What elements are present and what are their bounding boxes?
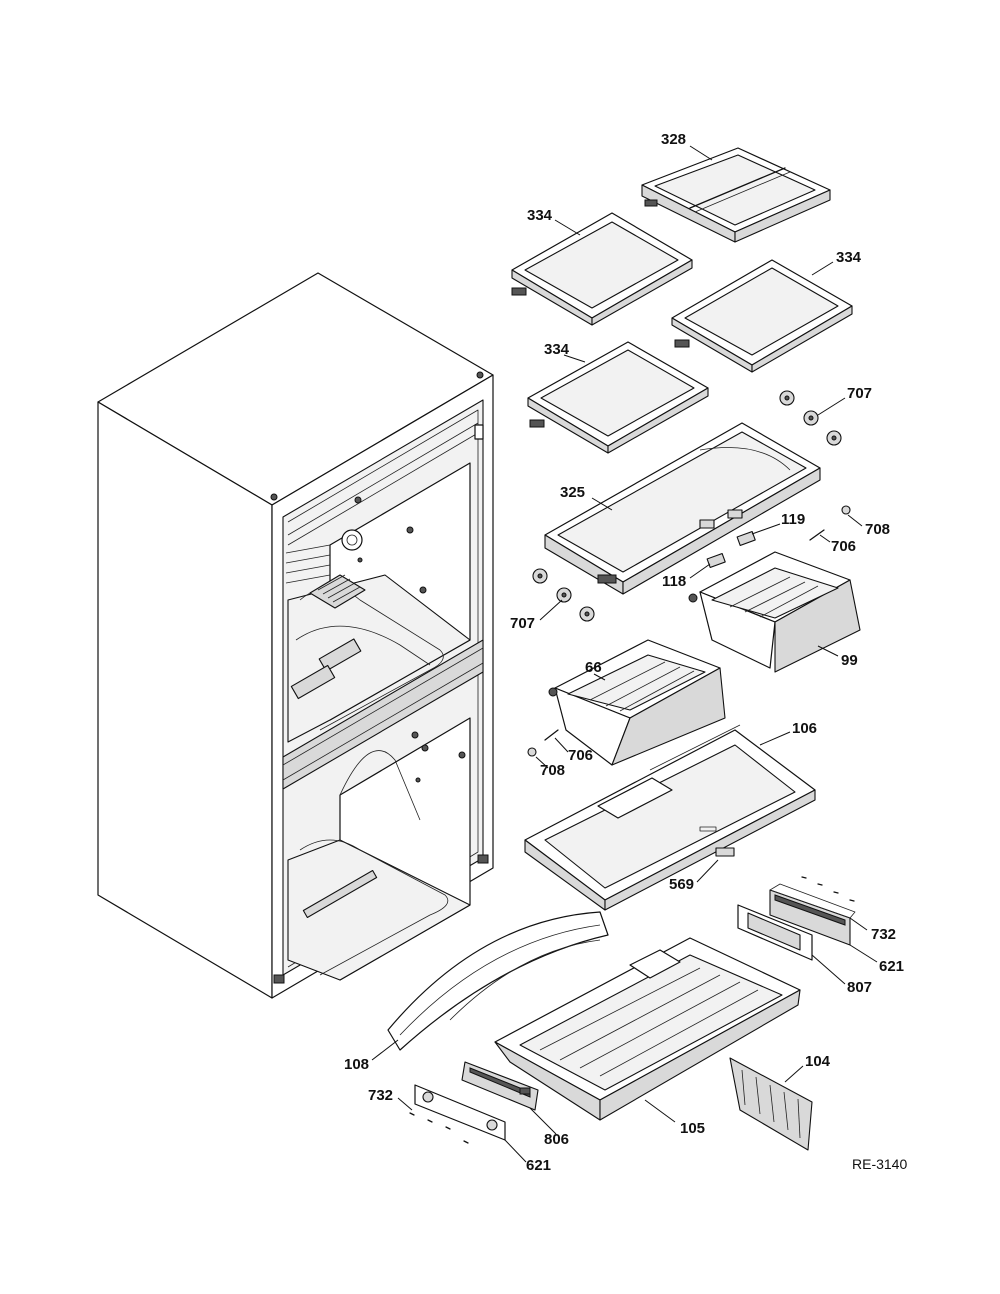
label-328: 328 — [661, 131, 686, 148]
label-707: 707 — [847, 385, 872, 402]
label-732: 732 — [368, 1087, 393, 1104]
part-108-trim — [387, 911, 609, 1051]
label-708: 708 — [540, 762, 565, 779]
part-106-pan-cover — [524, 724, 816, 911]
label-708: 708 — [865, 521, 890, 538]
refrigerator-cabinet — [97, 272, 494, 999]
label-99: 99 — [841, 652, 858, 669]
label-334: 334 — [836, 249, 862, 266]
label-119: 119 — [781, 511, 805, 528]
part-621-bracket-left — [414, 1084, 506, 1141]
label-707: 707 — [510, 615, 535, 632]
label-334: 334 — [527, 207, 553, 224]
part-621-bracket-right — [769, 883, 856, 946]
part-99-drawer — [688, 551, 861, 673]
label-325: 325 — [560, 484, 585, 501]
label-706: 706 — [831, 538, 856, 555]
part-104-grille — [729, 1057, 813, 1151]
part-706-708-right — [809, 505, 851, 541]
part-118-119-sliders — [706, 530, 756, 568]
label-108: 108 — [344, 1056, 369, 1073]
reference-code: RE-3140 — [852, 1156, 907, 1172]
part-334-shelf-upper-right — [671, 259, 853, 373]
label-105: 105 — [680, 1120, 705, 1137]
label-732: 732 — [871, 926, 896, 943]
callout-labels: 328 334 334 334 707 325 119 708 706 118 … — [344, 131, 907, 1174]
label-569: 569 — [669, 876, 694, 893]
part-328-shelf — [641, 147, 831, 243]
part-334-shelf-upper-left — [511, 212, 693, 326]
part-707-wheels-upper — [779, 390, 842, 446]
part-706-708-left — [527, 729, 559, 757]
label-334: 334 — [544, 341, 570, 358]
label-104: 104 — [805, 1053, 831, 1070]
leader-lines — [371, 145, 878, 1163]
label-806: 806 — [544, 1131, 569, 1148]
label-118: 118 — [662, 573, 686, 590]
label-66: 66 — [585, 659, 602, 676]
label-621: 621 — [526, 1157, 551, 1174]
label-621: 621 — [879, 958, 904, 975]
label-706: 706 — [568, 747, 593, 764]
part-707-wheels-lower — [532, 568, 595, 622]
part-66-drawer — [548, 639, 726, 766]
part-732-screws-right — [801, 876, 855, 902]
part-105-freezer-pan — [494, 937, 801, 1121]
part-806-bracket — [461, 1061, 539, 1111]
part-732-screws-left — [409, 1112, 469, 1144]
label-106: 106 — [792, 720, 817, 737]
part-807-cover — [737, 904, 813, 961]
part-334-shelf-middle — [527, 341, 709, 454]
part-325-crisper-cover — [544, 422, 821, 595]
label-807: 807 — [847, 979, 872, 996]
